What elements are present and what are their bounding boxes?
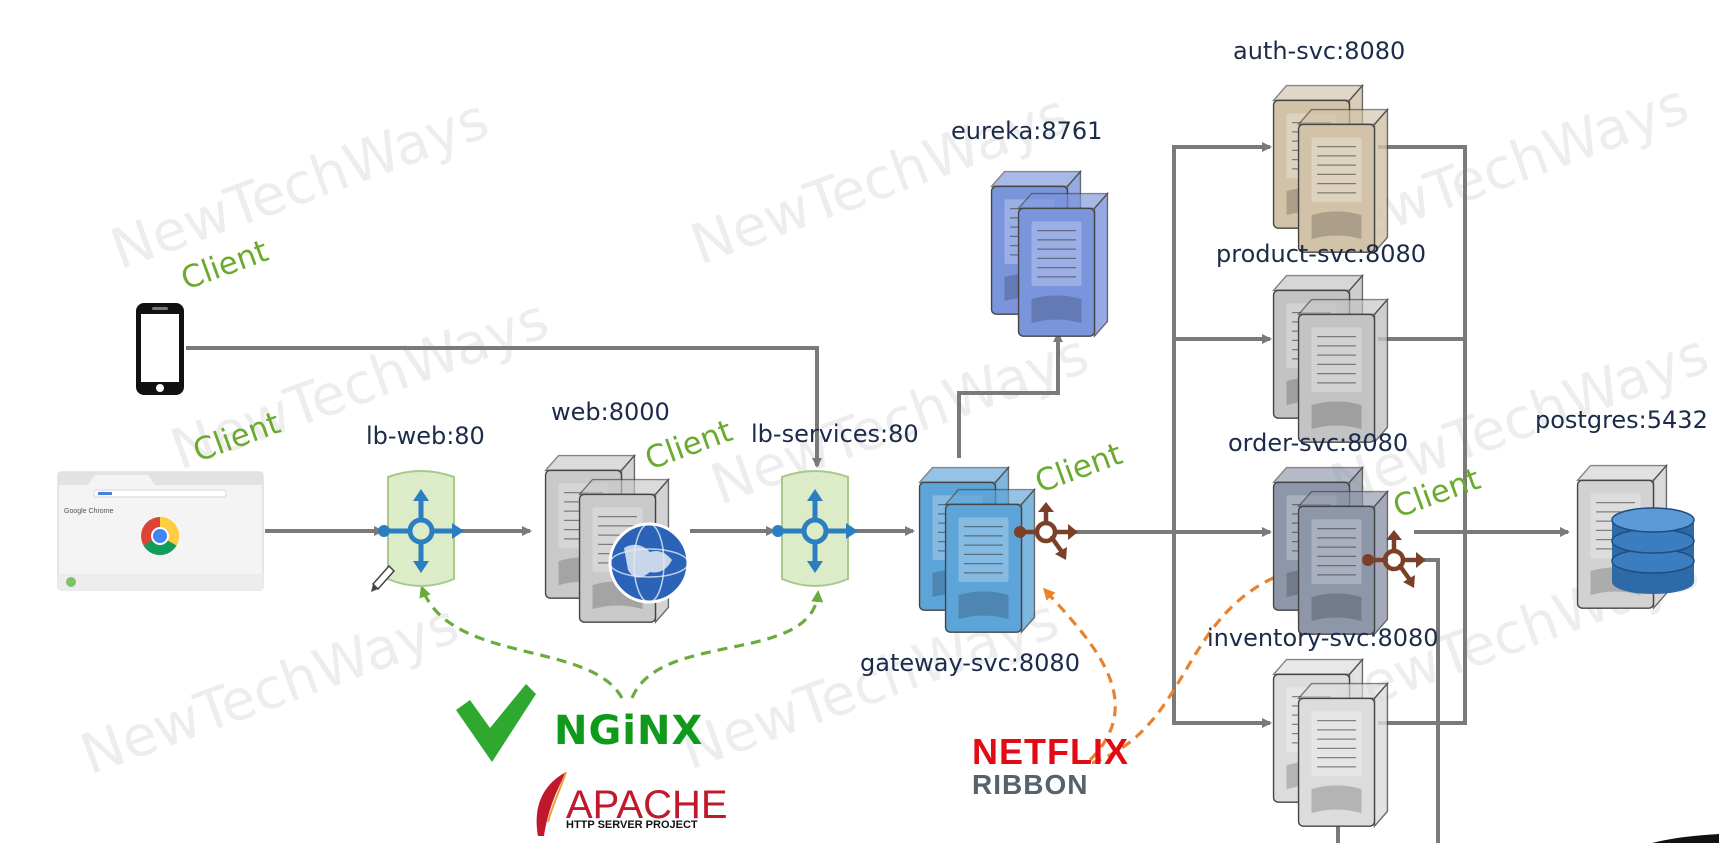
order-svc-server-icon — [1272, 466, 1389, 635]
gateway-server-icon — [918, 466, 1036, 633]
web-label: web:8000 — [551, 398, 670, 426]
services-bus-connector — [1378, 145, 1467, 725]
browser-brand-text: Google Chrome — [64, 508, 114, 515]
nginx-to-lb-web-dashed — [419, 585, 624, 699]
lb-web-label: lb-web:80 — [366, 422, 485, 450]
pencil-icon — [371, 564, 396, 592]
watermark-text: NewTechWays — [73, 592, 467, 789]
apache-feather-icon — [536, 771, 567, 836]
auth-svc-label: auth-svc:8080 — [1233, 37, 1405, 65]
eureka-server-icon — [990, 170, 1109, 337]
apache-logo: APACHE — [566, 783, 728, 827]
postgres-label: postgres:5432 — [1535, 406, 1708, 434]
gateway-label: gateway-svc:8080 — [860, 649, 1080, 677]
phone-to-lb-services-connector — [186, 346, 822, 468]
globe-icon — [608, 522, 690, 604]
ribbon-logo: RIBBON — [972, 769, 1088, 800]
apache-subtitle: HTTP SERVER PROJECT — [566, 819, 698, 831]
netflix-logo: NETFLIX — [972, 731, 1129, 772]
gateway-to-auth-connector — [1172, 142, 1272, 532]
eureka-label: eureka:8761 — [951, 117, 1102, 145]
order-svc-label: order-svc:8080 — [1228, 429, 1408, 457]
connectors — [186, 142, 1570, 843]
database-icon — [1611, 507, 1695, 594]
lb-services-label: lb-services:80 — [751, 420, 919, 448]
auth-svc-server-icon — [1272, 84, 1389, 253]
product-svc-label: product-svc:8080 — [1216, 240, 1426, 268]
chrome-browser-icon: Google Chrome — [57, 471, 264, 591]
watermark-text: NewTechWays — [103, 87, 497, 284]
gateway-to-eureka-connector — [957, 332, 1063, 458]
inventory-svc-server-icon — [1272, 658, 1389, 827]
inventory-svc-label: inventory-svc:8080 — [1207, 624, 1439, 652]
ribbon-to-gateway-dashed — [1042, 587, 1117, 762]
lb-services-load-balancer-icon — [772, 471, 858, 586]
product-svc-server-icon — [1272, 274, 1389, 443]
nginx-logo: NGiNX — [554, 708, 703, 754]
gateway-client-label: Client — [1030, 436, 1127, 501]
smartphone-icon — [136, 303, 184, 395]
checkmark-icon — [456, 684, 536, 762]
gateway-to-inventory-connector — [1172, 532, 1272, 728]
corner-fragment — [1652, 834, 1719, 843]
ribbon-to-order-dashed — [1091, 552, 1361, 765]
